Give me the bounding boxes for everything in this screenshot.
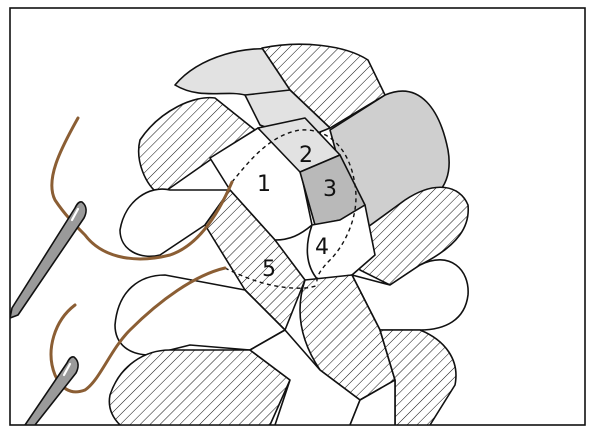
weave-strip-white-4 — [306, 204, 376, 281]
weave-strip-right-white — [351, 259, 469, 331]
weave-strip-lower-hatched-right — [379, 329, 457, 425]
label-5: 5 — [262, 257, 276, 282]
label-3: 3 — [323, 177, 337, 202]
label-1: 1 — [257, 172, 271, 197]
weave-group — [10, 43, 470, 425]
thread-lower — [49, 266, 227, 394]
label-2: 2 — [299, 143, 313, 168]
stitch-path-dashed — [231, 129, 357, 286]
sewing-needle-icon — [24, 356, 79, 425]
weave-strip-right-hatched — [349, 186, 470, 286]
thread-upper — [50, 116, 234, 261]
stitch-path-dashed-lower — [224, 267, 319, 289]
sewing-needle-icon — [10, 201, 87, 319]
weave-strip-top-hatched — [261, 43, 386, 129]
weave-strip-bottom-hatched — [108, 349, 291, 425]
weave-strip-lower-white — [114, 274, 286, 356]
label-4: 4 — [315, 235, 329, 260]
weave-strip-bottom-right-white — [349, 379, 396, 425]
